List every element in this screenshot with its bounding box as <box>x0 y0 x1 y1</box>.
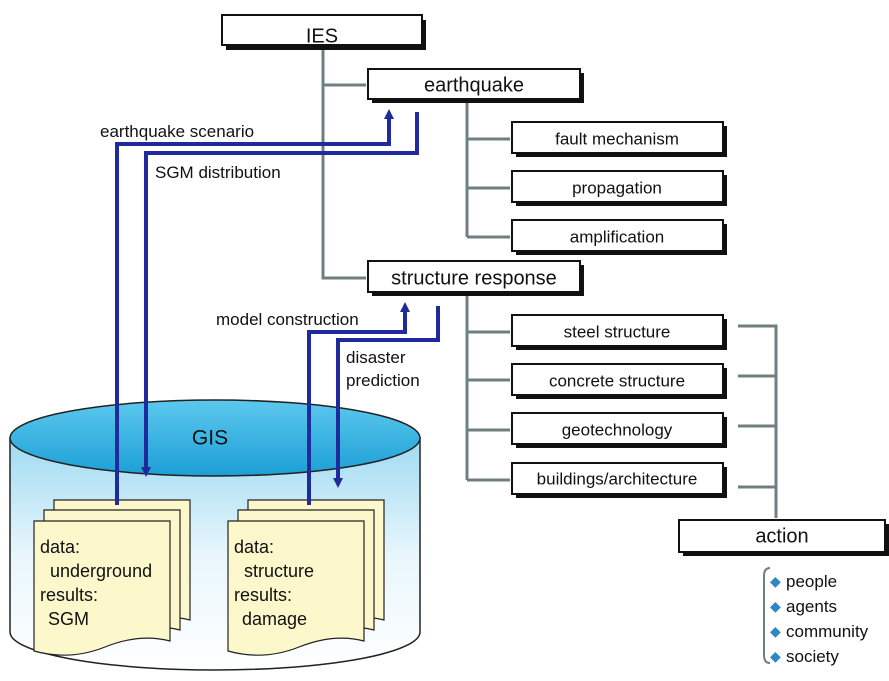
connector-ies-trunk <box>321 45 366 280</box>
action-item-label: people <box>786 572 837 591</box>
label-sgm-distribution: SGM distribution <box>155 163 281 182</box>
label-model-construction: model construction <box>216 310 359 329</box>
action-item: ◆ agents <box>770 597 837 616</box>
action-list-brace <box>763 567 771 664</box>
arrow-model-construction <box>307 302 410 505</box>
box-earthquake: earthquake <box>367 68 584 103</box>
arrow-disaster-prediction <box>333 306 440 488</box>
box-action: action <box>678 519 889 556</box>
box-fault-mechanism-label: fault mechanism <box>555 129 679 148</box>
action-item: ◆ community <box>770 622 869 641</box>
hierarchy-connectors <box>321 45 778 518</box>
doc-left-line4: SGM <box>48 609 89 629</box>
doc-left-line3: results: <box>40 585 98 605</box>
box-structure-response-label: structure response <box>391 267 557 289</box>
box-concrete-structure-label: concrete structure <box>549 371 685 390</box>
box-ies: IES <box>221 14 426 50</box>
action-item-label: community <box>786 622 869 641</box>
box-ies-label: IES <box>306 25 338 47</box>
action-item-label: agents <box>786 597 837 616</box>
box-propagation: propagation <box>511 170 727 206</box>
box-steel-structure: steel structure <box>511 314 727 350</box>
bullet-diamond-icon: ◆ <box>770 648 781 664</box>
bullet-diamond-icon: ◆ <box>770 623 781 639</box>
doc-left-line2: underground <box>50 561 152 581</box>
box-buildings-architecture-label: buildings/architecture <box>537 469 698 488</box>
box-amplification-label: amplification <box>570 227 665 246</box>
box-buildings-architecture: buildings/architecture <box>511 462 727 498</box>
box-action-label: action <box>755 525 808 547</box>
bracket-action <box>738 324 778 518</box>
cylinder-top <box>9 399 421 477</box>
document-stack-structure: data: structure results: damage <box>227 499 385 656</box>
action-item: ◆ people <box>770 572 837 591</box>
box-fault-mechanism: fault mechanism <box>511 121 727 157</box>
box-geotechnology: geotechnology <box>511 412 727 448</box>
label-earthquake-scenario: earthquake scenario <box>100 122 254 141</box>
document-stack-underground: data: underground results: SGM <box>33 499 191 656</box>
box-amplification: amplification <box>511 219 727 255</box>
box-concrete-structure: concrete structure <box>511 363 727 399</box>
doc-right-line2: structure <box>244 561 314 581</box>
box-steel-structure-label: steel structure <box>564 322 671 341</box>
doc-right-line3: results: <box>234 585 292 605</box>
bullet-diamond-icon: ◆ <box>770 598 781 614</box>
box-propagation-label: propagation <box>572 178 662 197</box>
bullet-diamond-icon: ◆ <box>770 573 781 589</box>
box-earthquake-label: earthquake <box>424 74 524 96</box>
doc-right-line4: damage <box>242 609 307 629</box>
data-flow-arrows <box>115 109 440 505</box>
doc-left-line1: data: <box>40 537 80 557</box>
action-item: ◆ society <box>770 647 839 666</box>
arrow-sgm-distribution <box>141 112 419 477</box>
label-disaster-prediction-2: prediction <box>346 371 420 390</box>
doc-right-line1: data: <box>234 537 274 557</box>
action-list: ◆ people ◆ agents ◆ community ◆ society <box>763 567 869 666</box>
box-structure-response: structure response <box>367 260 584 296</box>
gis-title: GIS <box>192 427 228 450</box>
action-item-label: society <box>786 647 839 666</box>
label-disaster-prediction-1: disaster <box>346 348 406 367</box>
box-geotechnology-label: geotechnology <box>562 420 673 439</box>
arrow-earthquake-scenario <box>115 109 394 505</box>
